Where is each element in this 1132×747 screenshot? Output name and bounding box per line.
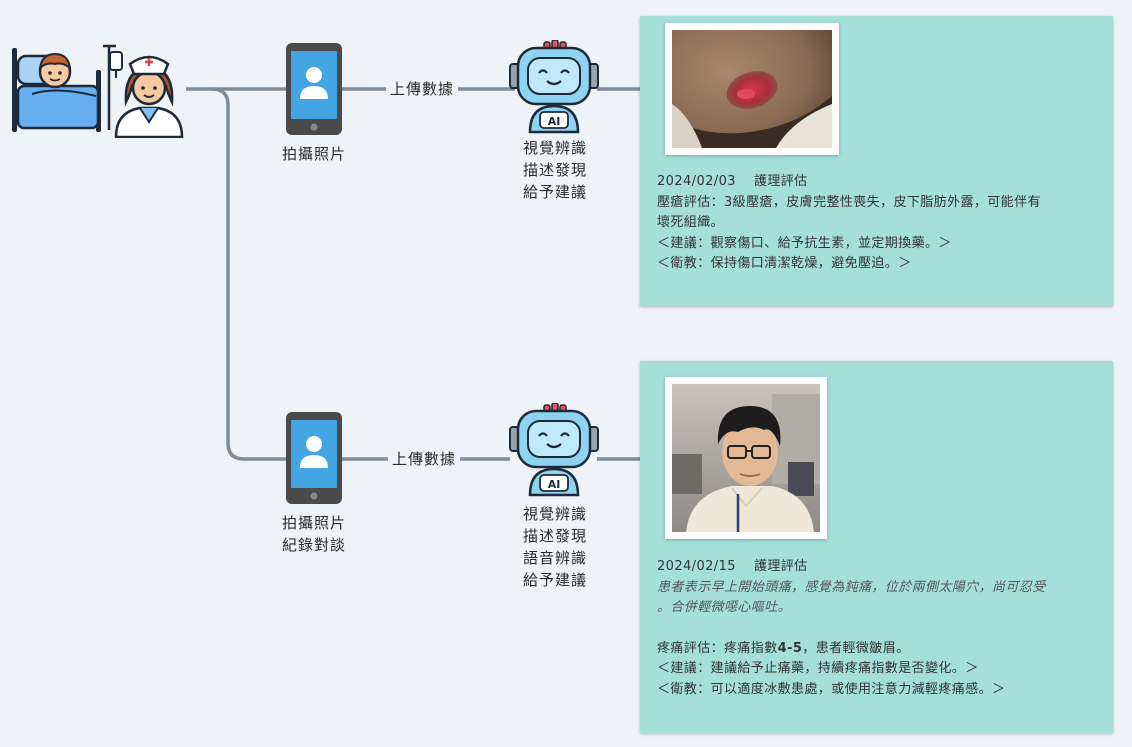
patient-portrait-image — [672, 384, 820, 532]
pressure-ulcer-photo-image — [672, 30, 832, 148]
transcript-line: 患者表示早上開始頭痛，感覺為鈍痛，位於兩側太陽穴，尚可忍受 — [657, 579, 1046, 595]
phone-caption-line: 紀錄對談 — [281, 536, 346, 554]
note-header: 2024/02/15 護理評估 — [657, 557, 1102, 578]
upload-data-label-2: 上傳數據 — [388, 449, 461, 469]
smartphone-icon — [286, 43, 342, 135]
ai-caption-line: 給予建議 — [522, 571, 587, 589]
ai-caption-line: 給予建議 — [522, 183, 587, 201]
ai-robot-icon: AI — [509, 40, 599, 134]
ai-caption-line: 描述發現 — [522, 527, 587, 545]
patient-photo — [665, 377, 827, 539]
transcript-line: 。合併輕微噁心嘔吐。 — [657, 600, 792, 615]
patient-icon — [38, 52, 72, 89]
nursing-note-2: 2024/02/15 護理評估 患者表示早上開始頭痛，感覺為鈍痛，位於兩側太陽穴，… — [657, 557, 1102, 700]
pain-assessment-line: 疼痛評估：疼痛指數4-5，患者輕微皺眉。 — [657, 639, 1102, 660]
note-line: ＜衛教：保持傷口清潔乾燥，避免壓迫。＞ — [657, 256, 912, 271]
ai-caption-line: 語音辨識 — [522, 549, 587, 567]
note-date: 2024/02/03 — [657, 174, 736, 189]
ai-caption-line: 視覺辨識 — [522, 505, 587, 523]
pain-prefix: 疼痛評估：疼痛指數 — [657, 640, 778, 656]
note-line: 壓瘡評估：3級壓瘡，皮膚完整性喪失，皮下脂肪外露，可能伴有 — [657, 194, 1041, 210]
ai-badge-text: AI — [548, 478, 561, 491]
patient-nurse-illustration — [12, 44, 184, 138]
smartphone-icon — [286, 412, 342, 504]
phone-caption-1: 拍攝照片 — [264, 143, 364, 165]
ai-badge-text: AI — [548, 115, 561, 128]
nursing-note-1: 2024/02/03 護理評估 壓瘡評估：3級壓瘡，皮膚完整性喪失，皮下脂肪外露，… — [657, 172, 1102, 275]
ai-caption-line: 描述發現 — [522, 161, 587, 179]
iv-drip-icon — [103, 44, 123, 130]
note-type: 護理評估 — [753, 174, 808, 189]
nurse-icon — [114, 55, 184, 138]
phone-caption-line: 拍攝照片 — [281, 145, 346, 163]
ai-caption-1: 視覺辨識 描述發現 給予建議 — [500, 137, 610, 203]
upload-data-label-1: 上傳數據 — [386, 79, 459, 99]
pain-suffix: ，患者輕微皺眉。 — [802, 640, 910, 656]
note-line: ＜建議：觀察傷口、給予抗生素，並定期換藥。＞ — [657, 235, 952, 251]
ai-caption-2: 視覺辨識 描述發現 語音辨識 給予建議 — [500, 503, 610, 591]
education-line: ＜衛教：可以適度冰敷患處，或使用注意力減輕疼痛感。＞ — [657, 681, 1006, 697]
pain-score: 4-5 — [777, 640, 803, 656]
note-type: 護理評估 — [753, 559, 808, 574]
note-header: 2024/02/03 護理評估 — [657, 172, 1102, 193]
phone-caption-line: 拍攝照片 — [281, 514, 346, 532]
ai-robot-icon: AI — [509, 403, 599, 497]
advice-line: ＜建議：建議給予止痛藥，持續疼痛指數是否變化。＞ — [657, 661, 979, 676]
ai-caption-line: 視覺辨識 — [522, 139, 587, 157]
spacer — [657, 619, 1102, 639]
wound-photo — [665, 23, 839, 155]
phone-caption-2: 拍攝照片 紀錄對談 — [264, 512, 364, 556]
note-line: 壞死組織。 — [657, 215, 725, 230]
note-date: 2024/02/15 — [657, 559, 736, 574]
